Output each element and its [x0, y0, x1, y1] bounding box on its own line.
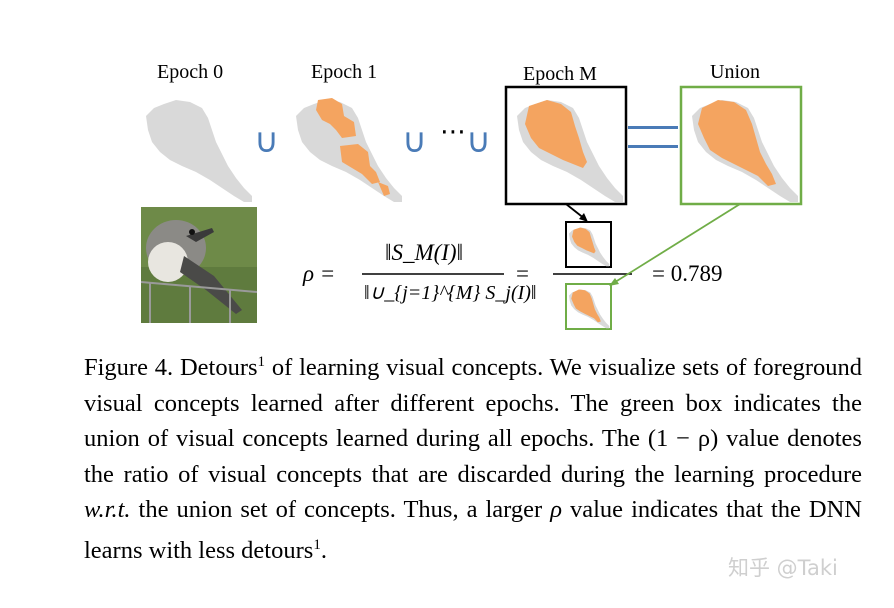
equals-bar-bottom: [628, 145, 678, 148]
figure-number: Figure 4.: [84, 354, 174, 382]
equation-result: = 0.789: [652, 261, 723, 286]
caption-italic-wrt: w.r.t.: [84, 496, 131, 524]
equals-bar-top: [628, 126, 678, 129]
equation-numerator: ‖S_M(I)‖: [385, 240, 464, 265]
bird-photo: [140, 207, 258, 323]
small-union-box: [565, 283, 612, 330]
equation-equals: =: [516, 261, 529, 286]
small-epoch-m-mask: [569, 227, 610, 267]
caption-text-3: value denotes the ratio of visual concep…: [84, 425, 862, 488]
figure-caption: Figure 4. Detours1 of learning visual co…: [84, 345, 862, 568]
small-epoch-m-box: [565, 221, 612, 268]
caption-text-6: .: [320, 536, 327, 564]
epoch-m-label: Epoch M: [523, 63, 597, 85]
union-symbol-2: ∪: [402, 121, 427, 161]
arrow-black-head: [579, 213, 588, 222]
epoch-0-mask: [146, 100, 252, 202]
union-mask: [692, 100, 798, 202]
caption-text-2: of learning visual concepts. We visualiz…: [84, 354, 863, 453]
union-symbol-1: ∪: [254, 121, 279, 161]
arrow-green-head: [609, 278, 619, 286]
epoch-1-label: Epoch 1: [311, 61, 378, 83]
caption-text-4: the union set of concepts. Thus, a large…: [130, 496, 551, 524]
epoch-0-label: Epoch 0: [157, 61, 224, 83]
union-label: Union: [710, 61, 760, 83]
watermark: 知乎 @Taki: [728, 556, 838, 580]
equation-denominator: ‖∪_{j=1}^{M} S_j(I)‖: [364, 282, 537, 304]
arrow-green: [611, 203, 741, 285]
epoch-1-mask: [296, 98, 402, 202]
union-symbol-3: ∪: [466, 121, 491, 161]
caption-math-2: ρ: [550, 496, 562, 524]
caption-text-5: value indicates that the DNN learns with…: [84, 496, 862, 564]
small-union-mask: [569, 289, 610, 329]
caption-text-1: Detours: [179, 354, 258, 382]
footnote-mark-1: 1: [257, 354, 266, 370]
ellipsis: ⋯: [440, 117, 466, 147]
epoch-m-mask: [517, 100, 623, 202]
caption-math-1: (1 − ρ): [647, 425, 719, 453]
union-box: [679, 85, 803, 206]
concept-figure: ∪ ∪ ⋯ ∪: [140, 85, 803, 330]
footnote-mark-2: 1: [313, 536, 321, 553]
equation-lhs: ρ =: [303, 261, 336, 286]
